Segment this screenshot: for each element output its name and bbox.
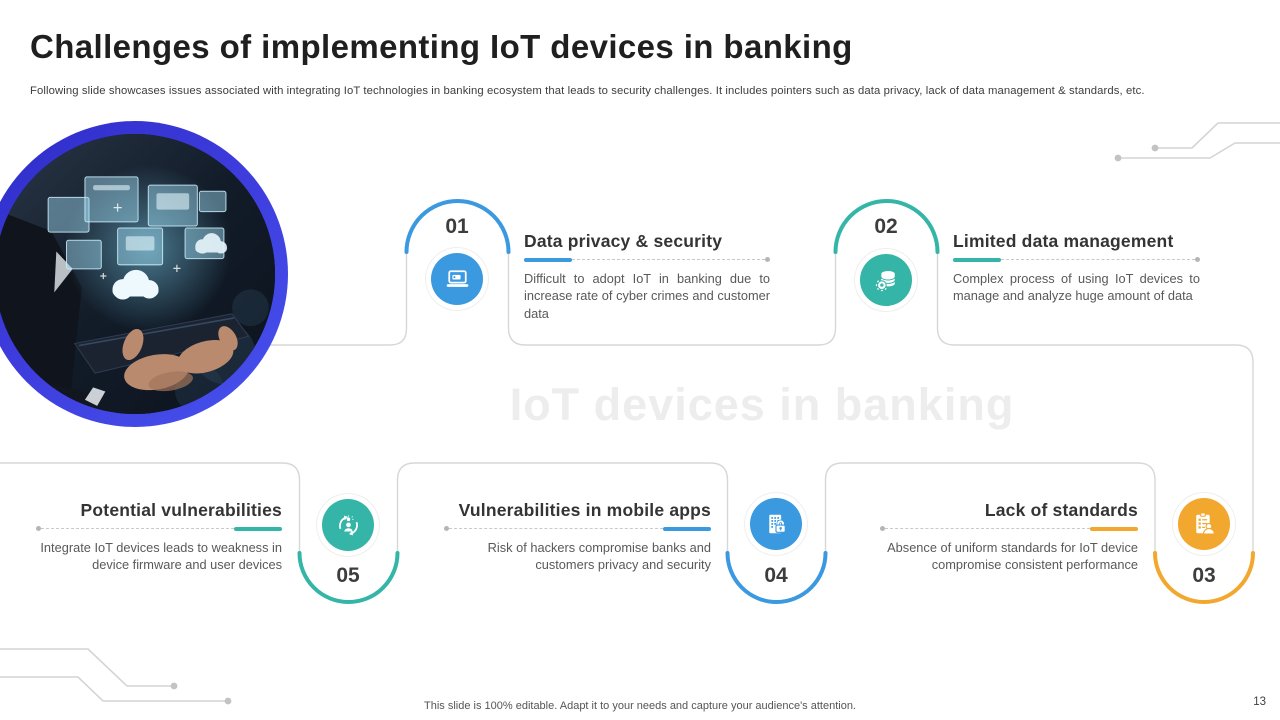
item-01-description: Difficult to adopt IoT in banking due to… [524,271,770,321]
arc-03 [1153,551,1255,604]
database-gear-icon [875,270,895,291]
underline-dash [1001,259,1195,260]
item-03-description: Absence of uniform standards for IoT dev… [887,540,1138,573]
item-04-description: Risk of hackers compromise banks and cus… [487,540,711,573]
arc-04 [725,551,828,604]
item-04-title: Vulnerabilities in mobile apps [458,500,711,520]
hero-image-illustration [0,134,275,414]
challenge-card-03: Lack of standards Absence of uniform sta… [880,500,1138,574]
challenge-card-02: Limited data management Complex process … [953,231,1200,305]
underline-dash [41,528,234,529]
item-01-number: 01 [445,215,469,238]
checklist-person-icon [1195,511,1215,535]
page-number: 13 [1253,696,1266,708]
item-04-underline [444,526,711,531]
underline-dash [449,528,663,529]
laptop-money-icon [446,269,468,287]
item-04-number: 04 [764,564,788,587]
underline-solid [953,257,1001,262]
underline-solid [1090,526,1138,531]
circuit-decoration-top-right [1114,122,1280,162]
item-05-title: Potential vulnerabilities [80,500,282,520]
item-05-description: Integrate IoT devices leads to weakness … [40,540,282,573]
item-03-badge [1178,498,1230,550]
item-01-underline [524,257,770,262]
item-02-underline [953,257,1200,262]
underline-dot [1195,257,1200,262]
building-lock-icon [768,514,786,533]
challenge-card-04: Vulnerabilities in mobile apps Risk of h… [444,500,711,574]
underline-dot [765,257,770,262]
item-01-badge [431,253,483,305]
item-04-badge [750,498,802,550]
underline-solid [663,526,711,531]
underline-dot [444,526,449,531]
flow-path-gray [0,252,1254,553]
item-03-underline [880,526,1138,531]
item-02-number: 02 [874,215,898,238]
arc-01 [404,199,511,254]
item-02-badge [860,254,912,306]
page-subtitle: Following slide showcases issues associa… [30,85,1145,97]
item-01-title: Data privacy & security [524,231,723,251]
item-03-number: 03 [1192,564,1216,587]
underline-dot [36,526,41,531]
footer-note: This slide is 100% editable. Adapt it to… [424,700,856,712]
item-05-badge [322,499,374,551]
person-idea-refresh-icon [338,514,358,535]
hero-image-ring [0,121,288,427]
arc-05 [297,551,400,604]
hero-image [0,134,275,414]
challenge-card-05: Potential vulnerabilities Integrate IoT … [36,500,282,574]
challenge-card-01: Data privacy & security Difficult to ado… [524,231,770,322]
watermark-text: IoT devices in banking [509,379,1015,430]
arc-02 [833,199,940,254]
underline-solid [524,257,572,262]
underline-solid [234,526,282,531]
circuit-decoration-bottom-left [0,648,232,705]
item-02-title: Limited data management [953,231,1174,251]
underline-dot [880,526,885,531]
underline-dash [572,259,765,260]
page-title: Challenges of implementing IoT devices i… [30,28,853,65]
item-03-title: Lack of standards [984,500,1138,520]
item-05-number: 05 [336,564,360,587]
item-05-underline [36,526,282,531]
item-02-description: Complex process of using IoT devices to … [953,271,1200,304]
underline-dash [885,528,1090,529]
